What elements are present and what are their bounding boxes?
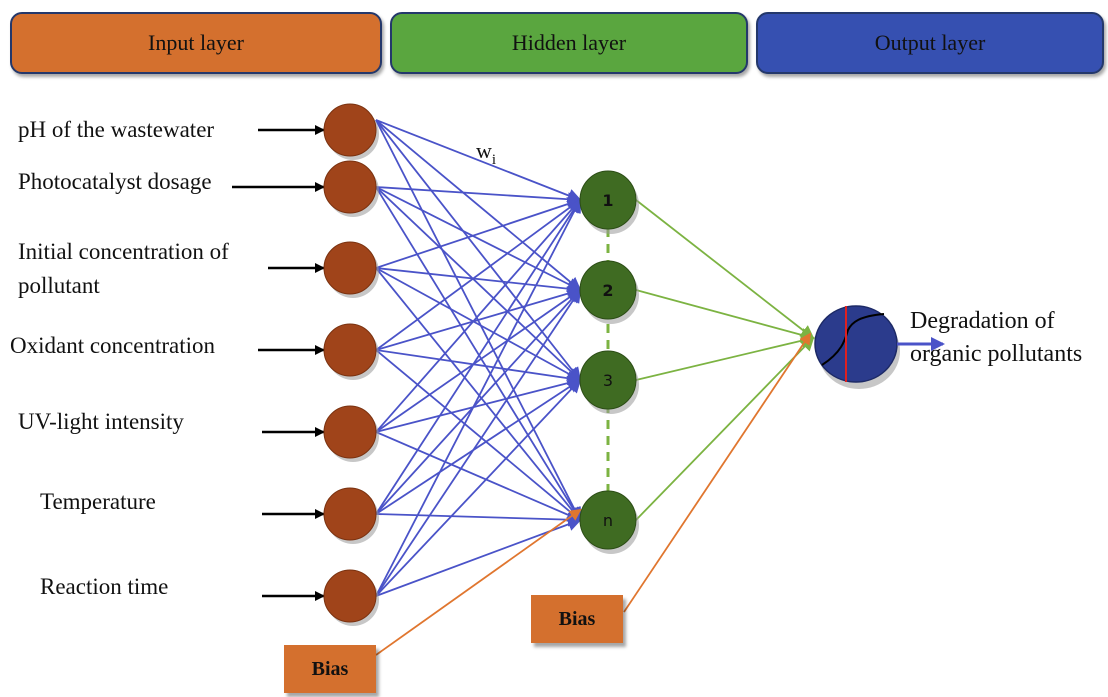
input-layer-title: Input layer: [148, 30, 244, 55]
input-label-temperature: Temperature: [40, 489, 156, 514]
input-node-2: [323, 160, 377, 214]
input-label-reaction-time: Reaction time: [40, 574, 169, 599]
edge-input-3-hidden-2: [375, 267, 582, 296]
edge-input-4-hidden-1: [375, 198, 582, 351]
edge-input-1-hidden-3: [375, 119, 582, 382]
output-layer-title: Output layer: [874, 30, 986, 55]
sigmoid-curve: [821, 313, 885, 366]
edge-hidden-4-output: [635, 336, 815, 521]
edge-hidden-2-output: [635, 289, 815, 342]
input-node-6: [323, 487, 377, 541]
input-arrows: [232, 125, 325, 601]
edge-input-7-hidden-2: [375, 288, 582, 597]
bias-edges: [375, 332, 812, 656]
input-label-initial-conc: Initial concentration of: [18, 239, 229, 264]
edge-input-6-hidden-4: [375, 512, 582, 527]
input-node-3: [323, 241, 377, 295]
edge-input-1-hidden-2: [375, 119, 582, 292]
input-node-4: [323, 323, 377, 377]
edge-input-5-hidden-2: [375, 288, 582, 433]
edge-input-1-hidden-1: [375, 119, 582, 203]
edge-input-5-hidden-1: [375, 198, 582, 433]
hidden-node-label-2: 2: [602, 281, 613, 300]
edge-input-4-hidden-2: [375, 286, 582, 351]
hidden-node-1: [579, 170, 637, 230]
edge-input-2-hidden-4: [375, 186, 582, 522]
input-label-pollutant: pollutant: [18, 273, 100, 298]
edge-input-2-hidden-1: [375, 186, 582, 207]
input-node-1: [323, 103, 377, 157]
edge-input-3-hidden-4: [375, 267, 582, 522]
hidden-layer-title: Hidden layer: [511, 30, 627, 55]
hidden-node-label-3: 3: [603, 371, 613, 390]
edge-input-2-hidden-2: [375, 186, 582, 291]
input-node-5: [323, 405, 377, 459]
output-label-line1: Degradation of: [910, 308, 1055, 334]
hidden-node-3: [579, 350, 637, 410]
edge-hidden-1-output: [635, 199, 815, 340]
edge-input-6-hidden-3: [375, 378, 582, 515]
hidden-node-4: [579, 490, 637, 550]
bias-hidden: Bias: [531, 595, 623, 643]
input-label-uv: UV-light intensity: [18, 409, 184, 434]
edge-bias-output: [623, 332, 812, 613]
hidden-nodes: 1 2 3 n: [579, 170, 639, 554]
input-nodes: [323, 103, 379, 626]
hidden-node-label-1: 1: [602, 191, 613, 210]
edge-input-3-hidden-1: [375, 197, 582, 269]
output-layer-header: Output layer: [756, 12, 1104, 74]
edge-bias-hidden: [375, 508, 582, 656]
input-node-7: [323, 569, 377, 623]
edge-input-3-hidden-3: [375, 267, 582, 381]
hidden-node-2: [579, 260, 637, 320]
edge-input-6-hidden-2: [375, 288, 582, 515]
edge-input-6-hidden-1: [375, 198, 582, 515]
input-layer-header: Input layer: [10, 12, 382, 74]
input-hidden-edges: [375, 119, 582, 597]
input-label-photocatalyst: Photocatalyst dosage: [18, 169, 212, 194]
output-label-line2: organic pollutants: [910, 341, 1083, 367]
edge-input-2-hidden-3: [375, 186, 582, 382]
edge-input-4-hidden-3: [375, 349, 582, 386]
bias-input: Bias: [284, 645, 376, 693]
edge-hidden-3-output: [635, 333, 815, 381]
hidden-output-edges: [635, 199, 815, 521]
edge-input-5-hidden-3: [375, 376, 582, 433]
hidden-node-label-4: n: [603, 511, 613, 530]
edge-input-5-hidden-4: [375, 431, 582, 522]
edge-input-4-hidden-4: [375, 349, 582, 522]
input-label-oxidant: Oxidant concentration: [10, 333, 216, 358]
hidden-layer-header: Hidden layer: [390, 12, 748, 74]
edge-input-7-hidden-4: [375, 517, 582, 597]
input-label-ph: pH of the wastewater: [18, 117, 215, 142]
weight-label: wi: [476, 138, 496, 168]
edge-input-7-hidden-3: [375, 378, 582, 597]
output-node: [814, 305, 900, 389]
edge-input-7-hidden-1: [375, 198, 581, 597]
